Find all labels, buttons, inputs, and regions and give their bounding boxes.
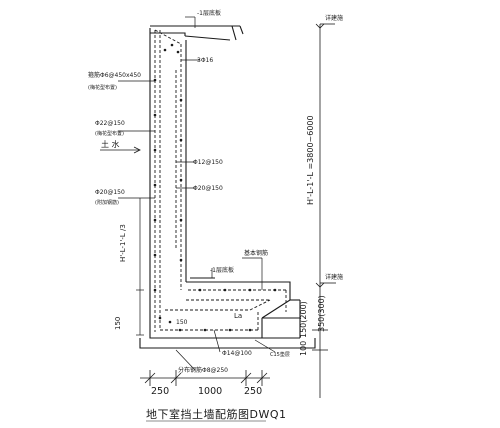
diagram-caption: 地下室挡土墙配筋图DWQ1 (146, 407, 287, 421)
label-top-bars: 3Φ16 (197, 57, 213, 64)
label-stirrup: 箍筋Φ6@450x450 (88, 71, 141, 79)
label-base-note: 基本钢筋 (244, 249, 268, 257)
soil-arrow (100, 146, 141, 154)
label-150a: 150 (114, 317, 122, 330)
label-h-right: H'-L-1'-L =3800~6000 (306, 115, 315, 205)
label-dim-vertical: 150(200) (299, 301, 308, 338)
label-floor-slab: -1层底板 (197, 9, 221, 17)
label-mid-outer-note: (附加钢筋) (95, 199, 119, 206)
label-soil: 土 水 (101, 139, 120, 149)
label-dim-250-left: 250 (151, 386, 169, 397)
label-dim-100: 100 (299, 341, 308, 356)
label-datum-bottom: 详建施 (325, 273, 343, 281)
label-outer-note: (梅花型布置) (95, 130, 124, 137)
label-dist-bar: 分布钢筋Φ8@250 (178, 366, 228, 374)
label-lower-slab: -1层底板 (210, 266, 234, 274)
wall-outline (139, 25, 316, 349)
rebar-lines (154, 29, 287, 332)
label-base-bottom-bar: Φ14@100 (222, 350, 252, 357)
label-datum-top: 详建施 (325, 14, 343, 22)
label-inner-bar: Φ12@150 (193, 159, 223, 166)
label-mid-outer-bar: Φ20@150 (95, 189, 125, 196)
label-dim-1000: 1000 (198, 386, 222, 397)
label-c15: C15垫层 (270, 351, 290, 358)
rebar-dots (153, 43, 277, 332)
label-h-left: H'-L-1'-L /3 (119, 224, 127, 262)
label-la: La (234, 312, 242, 320)
label-mid-inner-bar: Φ20@150 (193, 185, 223, 192)
label-dim-250-right: 250 (244, 386, 262, 397)
leader-lines (118, 16, 276, 371)
bottom-dimension (140, 370, 270, 386)
label-150b: 150 (176, 319, 188, 326)
right-dimension (312, 23, 336, 398)
left-dimension (136, 198, 144, 336)
label-outer-bar: Φ22@150 (95, 120, 125, 127)
label-dim-350: 350(300) (317, 295, 326, 332)
label-stirrup-note: (梅花型布置) (88, 84, 117, 91)
